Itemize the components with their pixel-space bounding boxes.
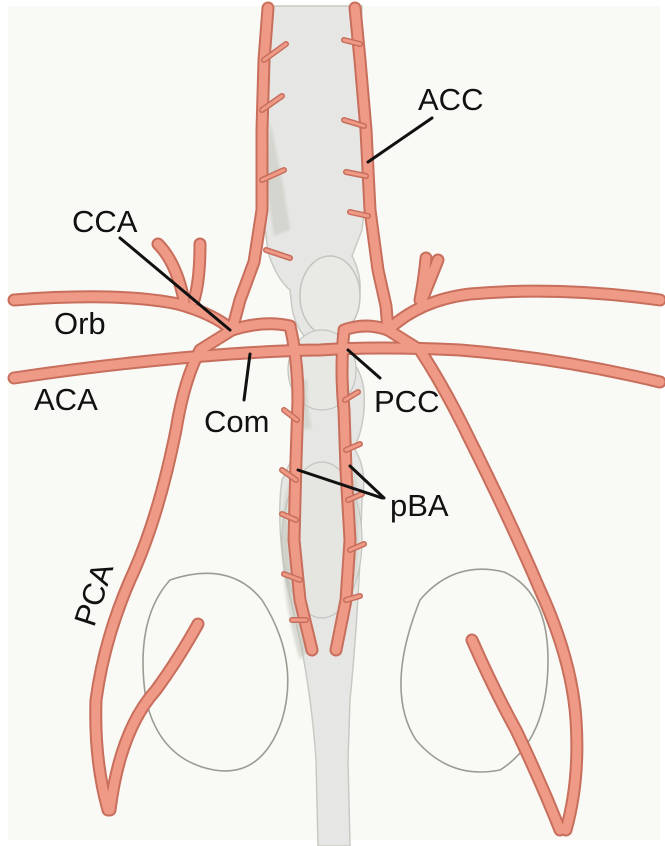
label-orb: Orb bbox=[54, 306, 106, 341]
label-com: Com bbox=[204, 404, 269, 439]
label-aca: ACA bbox=[34, 382, 98, 417]
label-pba: pBA bbox=[390, 488, 449, 523]
label-acc: ACC bbox=[418, 82, 483, 117]
label-pcc: PCC bbox=[374, 384, 439, 419]
label-cca: CCA bbox=[72, 204, 138, 239]
